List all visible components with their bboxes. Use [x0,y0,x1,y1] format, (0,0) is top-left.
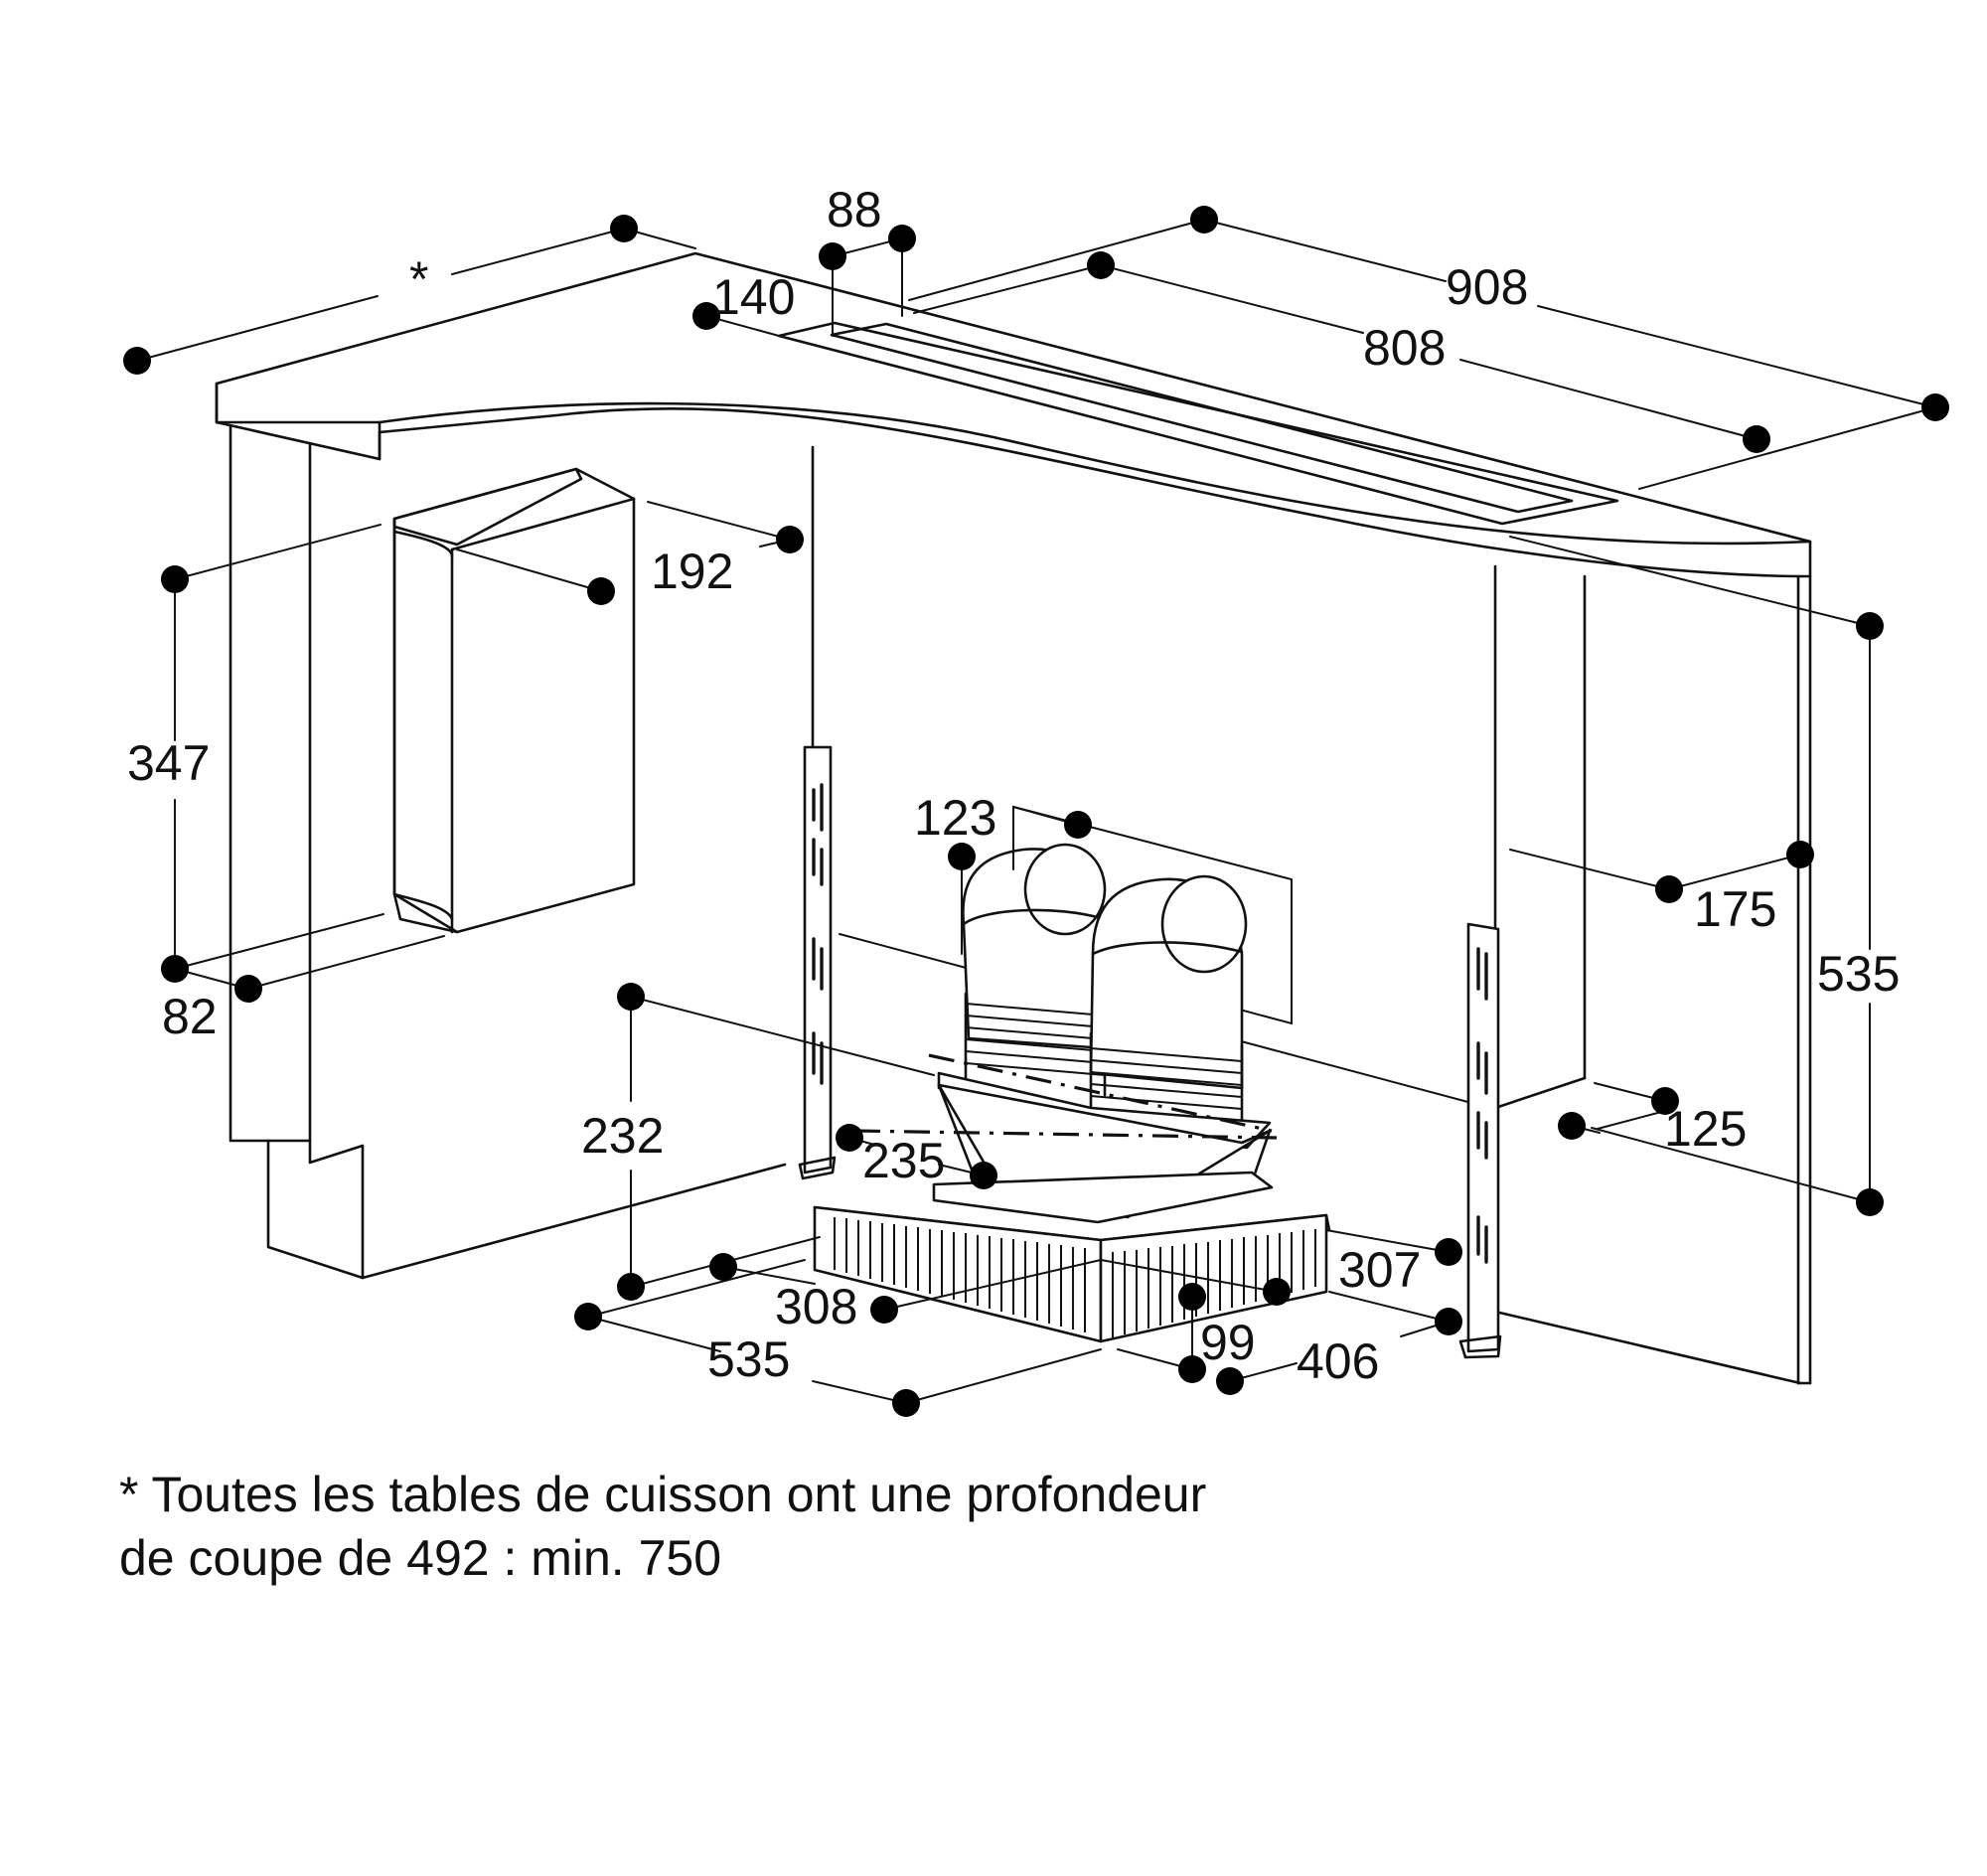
duct-elbows [937,843,1272,1150]
dimension-labels: * 88 140 908 808 192 347 82 123 175 535 … [127,182,1900,1389]
dim-dot [123,347,151,375]
dim-label-307: 307 [1338,1242,1421,1298]
dim-dot [1087,251,1115,279]
dim-dot [970,1162,997,1189]
dim-dot [1558,1112,1586,1140]
dim-label-192: 192 [651,544,733,599]
footnote-line-2: de coupe de 492 : min. 750 [119,1530,722,1586]
dim-dot [574,1303,602,1330]
dim-dot [617,1273,645,1301]
dim-label-406: 406 [1297,1333,1379,1389]
dim-dot [1651,1087,1679,1115]
mounting-rail-left [798,745,837,1180]
dim-dot [892,1389,920,1417]
dim-dot [776,526,804,553]
dim-dot [610,215,638,242]
dim-dot [1435,1238,1462,1266]
side-wall-module [392,467,636,934]
footnote-line-1: * Toutes les tables de cuisson ont une p… [119,1467,1207,1522]
dim-dot [1178,1355,1206,1383]
centerline-upper [928,1053,1273,1133]
mounting-rail-right [1458,922,1502,1359]
dimension-end-dots [123,206,1949,1417]
dim-dot [948,843,976,870]
filter-grille-left [834,1217,1086,1332]
dim-dot [1856,612,1884,640]
dim-label-908: 908 [1446,259,1528,315]
dim-dot [888,225,916,252]
dim-dot [819,242,846,270]
dim-label-232: 232 [581,1108,664,1164]
dim-dot [587,577,615,605]
dim-dot [709,1253,737,1281]
dim-label-140: 140 [712,269,795,325]
footnote: * Toutes les tables de cuisson ont une p… [119,1463,1206,1590]
dim-label-235: 235 [862,1133,945,1188]
dim-label-88: 88 [827,182,882,237]
centerline-lower [853,1129,1278,1140]
dim-label-308: 308 [775,1279,857,1334]
dim-label-535-right: 535 [1817,946,1900,1002]
dim-label-123: 123 [914,790,996,846]
dim-dot [1263,1278,1291,1306]
dim-dot [1435,1308,1462,1335]
dim-dot [1856,1188,1884,1216]
dim-dot [1190,206,1218,234]
dim-dot [692,302,720,330]
dim-label-99: 99 [1200,1315,1256,1370]
dim-dot [1786,841,1814,868]
dim-label-125: 125 [1664,1101,1747,1157]
dim-dot [161,565,189,593]
dim-label-808: 808 [1363,320,1446,376]
dim-dot [1743,425,1770,453]
dim-dot [234,975,262,1003]
dim-dot [1655,875,1683,903]
dim-dot [870,1296,898,1324]
dim-dot [617,983,645,1011]
dim-dot [161,955,189,983]
dim-dot [1216,1367,1244,1395]
dim-dot [1921,393,1949,421]
dim-label-347: 347 [127,735,210,791]
dimension-lines [136,219,1936,1404]
dim-label-82: 82 [162,989,218,1044]
dim-label-175: 175 [1694,881,1776,937]
dim-dot [836,1124,863,1152]
dim-dot [1178,1283,1206,1311]
dim-dot [1064,811,1092,839]
dim-label-535-bottom: 535 [707,1331,790,1387]
downdraft-slot [777,321,1619,526]
dim-label-star: * [409,251,428,307]
installation-dimension-diagram: * 88 140 908 808 192 347 82 123 175 535 … [123,182,1949,1417]
